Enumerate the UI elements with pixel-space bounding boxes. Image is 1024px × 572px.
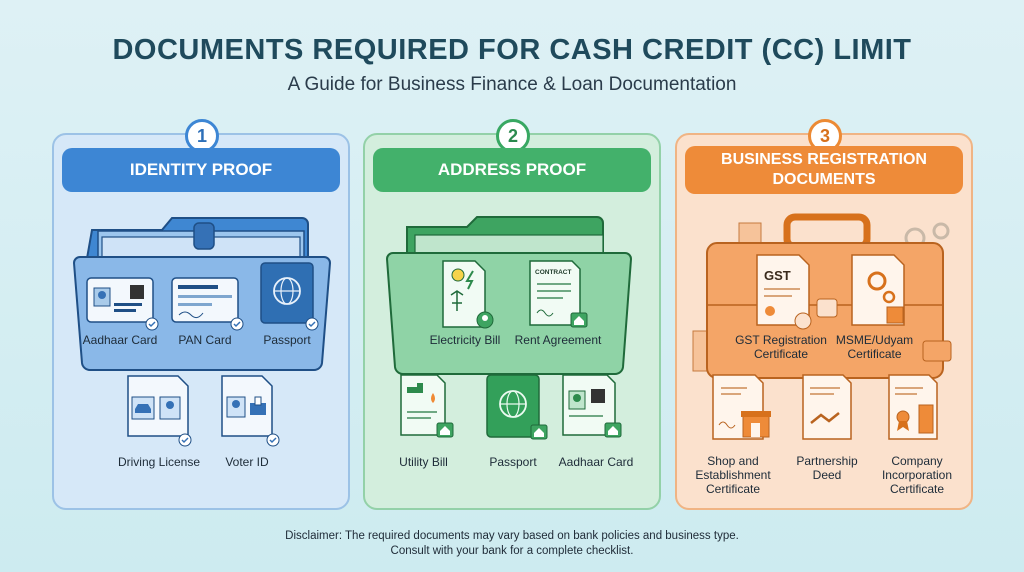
contract-tag: CONTRACT [535, 269, 571, 276]
gst-icon: GST [756, 254, 812, 330]
msme-certificate-icon [851, 254, 905, 326]
folder-illustration-identity [72, 217, 332, 447]
contract-icon: CONTRACT [529, 260, 588, 328]
panel-heading-business: BUSINESS REGISTRATION DOCUMENTS [685, 146, 963, 194]
disclaimer-line: Consult with your bank for a complete ch… [390, 545, 634, 557]
gst-tag: GST [764, 268, 791, 283]
disclaimer-line: Disclaimer: The required documents may v… [285, 530, 739, 542]
step-badge-1: 1 [185, 119, 219, 153]
heading-line: DOCUMENTS [772, 171, 876, 188]
aadhaar-card-icon [562, 374, 622, 438]
item-label: PAN Card [178, 333, 232, 347]
item-label: Passport [263, 333, 311, 347]
item-label: Partnership Deed [796, 454, 858, 482]
passport-icon [260, 262, 319, 331]
passport-icon [486, 374, 548, 440]
disclaimer: Disclaimer: The required documents may v… [0, 529, 1024, 559]
item-label: Passport [489, 455, 537, 469]
item-label: Shop and Establishment Certificate [695, 454, 771, 496]
item-label: GST Registration Certificate [735, 333, 827, 361]
aadhaar-card-icon [86, 277, 159, 331]
item-label: Aadhaar Card [82, 333, 158, 347]
heading-line: BUSINESS REGISTRATION [721, 151, 927, 168]
panel-identity-proof: 1 IDENTITY PROOF [52, 119, 350, 510]
panel-address-proof: 2 ADDRESS PROOF CONTRACT [363, 119, 661, 510]
driving-license-icon [127, 375, 192, 447]
panel-heading-identity: IDENTITY PROOF [62, 148, 340, 192]
shop-icon [712, 374, 771, 440]
handshake-icon [802, 374, 852, 440]
panel-business-registration: 3 BUSINESS REGISTRATION DOCUMENTS GST [675, 119, 973, 510]
page-title: DOCUMENTS REQUIRED FOR CASH CREDIT (CC) … [112, 34, 912, 66]
voter-id-icon [221, 375, 280, 447]
panel-heading-address: ADDRESS PROOF [373, 148, 651, 192]
briefcase-illustration: GST [692, 213, 952, 440]
item-label: Rent Agreement [514, 333, 602, 347]
building-icon [888, 374, 938, 440]
utility-bill-icon [400, 374, 454, 438]
item-label: Voter ID [225, 455, 269, 469]
item-label: Electricity Bill [429, 333, 501, 347]
electricity-bill-icon [442, 260, 494, 329]
folder-illustration-address: CONTRACT [385, 216, 633, 440]
briefcase-icon [922, 340, 952, 362]
item-label: Driving License [117, 455, 201, 469]
item-label: Aadhaar Card [558, 455, 634, 469]
page-subtitle: A Guide for Business Finance & Loan Docu… [287, 74, 737, 95]
item-label: Company Incorporation Certificate [881, 454, 953, 496]
item-label: Utility Bill [399, 455, 448, 469]
pan-card-icon [171, 277, 244, 331]
item-label: MSME/Udyam Certificate [835, 333, 914, 361]
